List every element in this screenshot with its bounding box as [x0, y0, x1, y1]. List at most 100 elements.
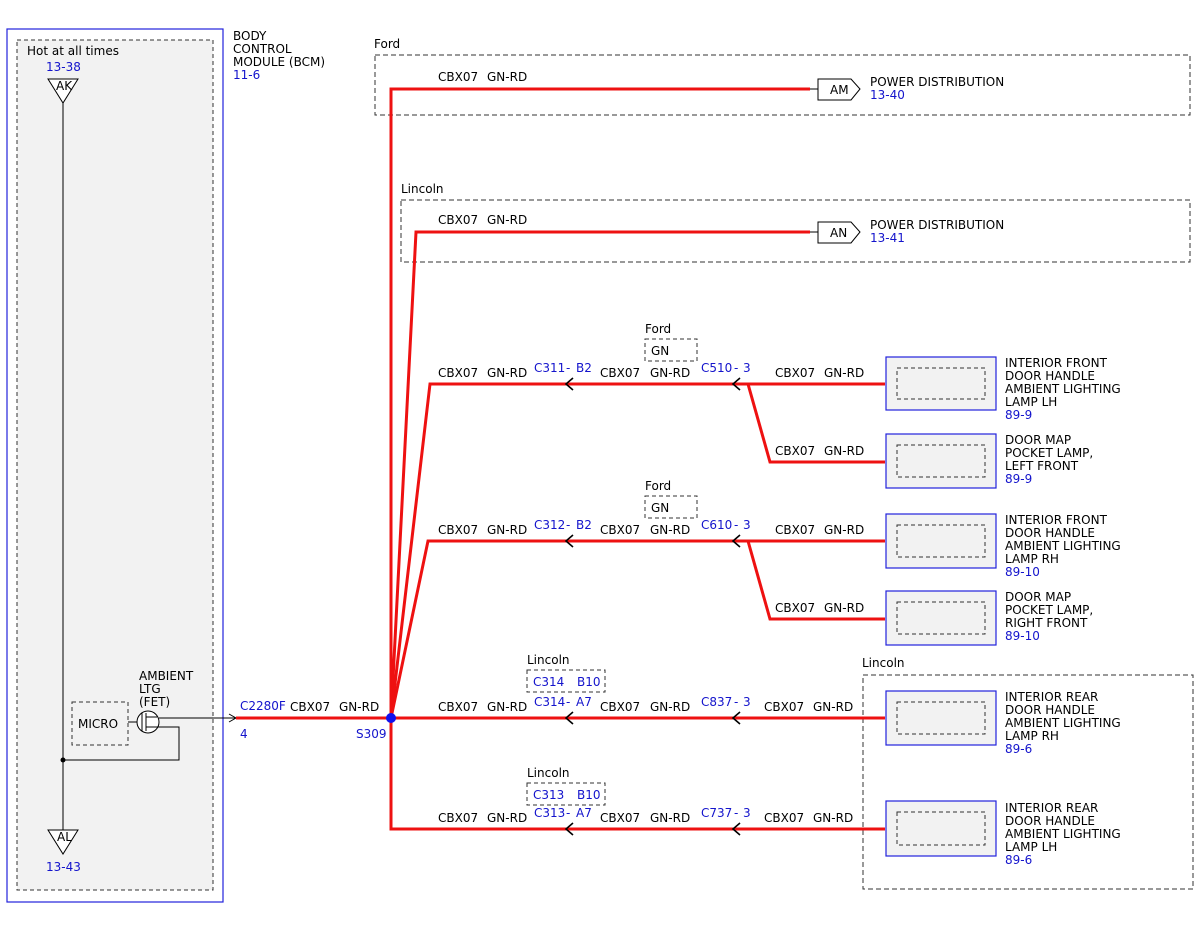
rrh-lamp-l2: DOOR HANDLE — [1005, 703, 1095, 717]
rlh-color-c: GN-RD — [813, 811, 853, 825]
rlh-lamp-l2: DOOR HANDLE — [1005, 814, 1095, 828]
ford-color: GN-RD — [487, 70, 527, 84]
splice-point — [386, 713, 396, 723]
frh-circuit-d: CBX07 — [775, 601, 815, 615]
frh-note-label: Ford — [645, 479, 671, 493]
rrh-pin1: A7 — [576, 695, 592, 709]
wire-map-lh — [746, 383, 885, 464]
frh-lamp1-l3: AMBIENT LIGHTING — [1005, 539, 1121, 553]
flh-lamp1-l2: DOOR HANDLE — [1005, 369, 1095, 383]
flh-lamp2-l1: DOOR MAP — [1005, 433, 1071, 447]
bus-junction — [60, 757, 66, 763]
frh-lamp2-l1: DOOR MAP — [1005, 590, 1071, 604]
rlh-note-box — [526, 782, 606, 806]
rear-rh-branch: CBX07 GN-RD Lincoln C314 B10 C314 - A7 C… — [438, 653, 1121, 756]
front-rh-branch: CBX07 GN-RD C312 - B2 CBX07 GN-RD Ford G… — [438, 479, 1121, 646]
bottom-terminal-arrow — [47, 829, 79, 855]
rlh-conn1-icon — [564, 822, 574, 836]
main-color: GN-RD — [339, 700, 379, 714]
lincoln-color: GN-RD — [487, 213, 527, 227]
ford-circuit: CBX07 — [438, 70, 478, 84]
frh-conn1: C312 — [534, 518, 565, 532]
rrh-lamp-ref: 89-6 — [1005, 742, 1032, 756]
flh-lamp2-box — [885, 433, 997, 489]
rlh-circuit-b: CBX07 — [600, 811, 640, 825]
flh-lamp1-l4: LAMP LH — [1005, 395, 1057, 409]
splice-label: S309 — [356, 727, 387, 741]
am-terminal-tag — [817, 78, 861, 101]
rlh-pin2: 3 — [743, 806, 751, 820]
bcm-title-line3: MODULE (BCM) — [233, 55, 325, 69]
bcm-title-line1: BODY — [233, 29, 267, 43]
frh-lamp1-l4: LAMP RH — [1005, 552, 1059, 566]
rear-lh-branch: CBX07 GN-RD Lincoln C313 B10 C313 - A7 C… — [438, 766, 1121, 867]
rlh-lamp-internal — [896, 811, 986, 846]
rrh-conn1-icon — [564, 711, 574, 725]
micro-label: MICRO — [78, 717, 118, 731]
bcm-connector: C2280F — [240, 699, 286, 713]
wire-rear-lh — [389, 718, 885, 831]
rrh-lamp-box — [885, 690, 997, 746]
ford-power-branch: CBX07 GN-RD AM POWER DISTRIBUTION 13-40 — [438, 70, 1004, 102]
wire-front-rh — [389, 539, 885, 719]
flh-lamp2-l2: POCKET LAMP, — [1005, 446, 1093, 460]
frh-circuit-a: CBX07 — [438, 523, 478, 537]
flh-conn2-dash: - — [734, 361, 738, 375]
flh-lamp1-l3: AMBIENT LIGHTING — [1005, 382, 1121, 396]
rrh-conn2-dash: - — [734, 695, 738, 709]
frh-pin2: 3 — [743, 518, 751, 532]
rlh-lamp-l1: INTERIOR REAR — [1005, 801, 1098, 815]
lincoln-dest-ref: 13-41 — [870, 231, 905, 245]
lincoln-dest: POWER DISTRIBUTION — [870, 218, 1004, 232]
rlh-conn2: C737 — [701, 806, 732, 820]
frh-circuit-c: CBX07 — [775, 523, 815, 537]
frh-lamp1-l1: INTERIOR FRONT — [1005, 513, 1108, 527]
rrh-lamp-l4: LAMP RH — [1005, 729, 1059, 743]
frh-conn2-dash: - — [734, 518, 738, 532]
flh-lamp1-box — [885, 356, 997, 411]
flh-circuit-b: CBX07 — [600, 366, 640, 380]
rear-group-outline — [862, 674, 1194, 890]
flh-conn2: C510 — [701, 361, 732, 375]
rrh-note-label: Lincoln — [527, 653, 570, 667]
rrh-color-b: GN-RD — [650, 700, 690, 714]
micro-box — [71, 701, 129, 746]
frh-lamp2-l2: POCKET LAMP, — [1005, 603, 1093, 617]
flh-color-b: GN-RD — [650, 366, 690, 380]
flh-lamp1-ref: 89-9 — [1005, 408, 1032, 422]
rlh-lamp-l3: AMBIENT LIGHTING — [1005, 827, 1121, 841]
wire-map-rh — [746, 540, 885, 621]
frh-color-c: GN-RD — [824, 523, 864, 537]
ford-dest-ref: 13-40 — [870, 88, 905, 102]
bcm-title-line2: CONTROL — [233, 42, 292, 56]
lincoln-terminal: AN — [830, 226, 847, 240]
flh-color-c: GN-RD — [824, 366, 864, 380]
rrh-conn2: C837 — [701, 695, 732, 709]
rrh-lamp-l1: INTERIOR REAR — [1005, 690, 1098, 704]
wire-ford-power — [389, 87, 810, 718]
rlh-conn2-dash: - — [734, 806, 738, 820]
fet-label-line1: AMBIENT — [139, 669, 194, 683]
frh-note-box — [644, 495, 698, 519]
rlh-color-a: GN-RD — [487, 811, 527, 825]
flh-note-label: Ford — [645, 322, 671, 336]
frh-lamp2-box — [885, 590, 997, 646]
lincoln-circuit: CBX07 — [438, 213, 478, 227]
frh-circuit-b: CBX07 — [600, 523, 640, 537]
rear-group-label: Lincoln — [862, 656, 905, 670]
an-terminal-tag — [817, 221, 861, 244]
flh-circuit-d: CBX07 — [775, 444, 815, 458]
top-terminal: AK — [56, 79, 73, 93]
fet-label-line3: (FET) — [139, 695, 170, 709]
wire-front-lh — [389, 382, 885, 719]
rrh-note-box — [526, 669, 606, 693]
rrh-note-pin: B10 — [577, 675, 601, 689]
rlh-circuit-c: CBX07 — [764, 811, 804, 825]
rlh-conn2-icon — [731, 822, 741, 836]
rrh-pin2: 3 — [743, 695, 751, 709]
rlh-conn1-dash: - — [566, 806, 570, 820]
frh-conn2: C610 — [701, 518, 732, 532]
bcm-ref: 11-6 — [233, 68, 260, 82]
